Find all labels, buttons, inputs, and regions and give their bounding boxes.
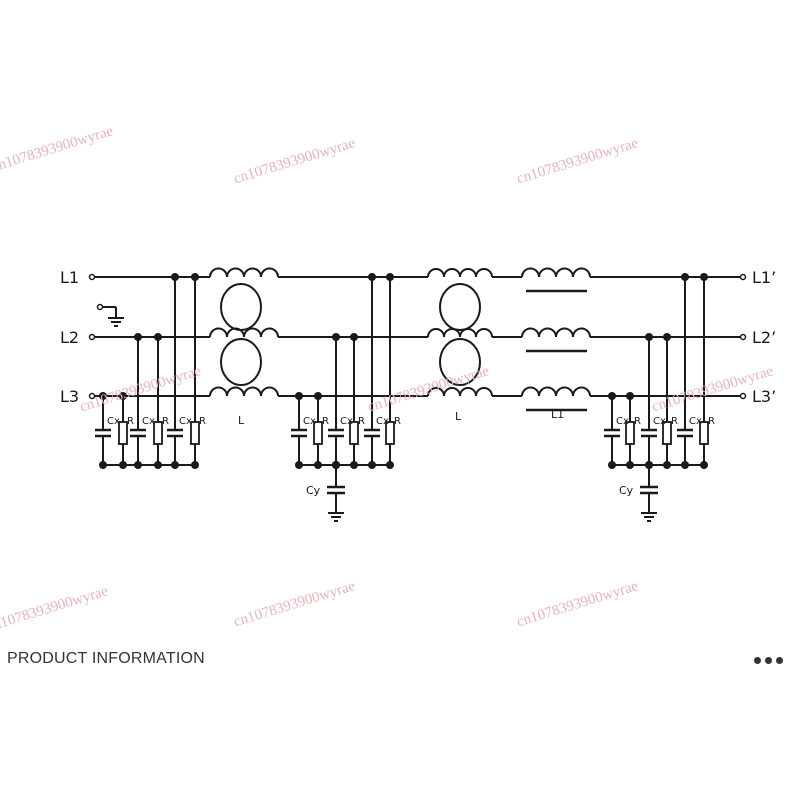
output-label-l1: L1’ [752,268,776,287]
cy-label: Cy [306,484,321,497]
input-label-l2: L2 [60,328,79,347]
r-label: R [162,416,169,427]
terminal [88,273,96,281]
ferrite-core [220,283,262,331]
terminal [88,333,96,341]
r-label: R [358,416,365,427]
cx-label: Cx [303,416,316,427]
r-label: R [634,416,641,427]
bottom-area [0,684,800,800]
more-button[interactable] [746,646,790,674]
cx-label: Cx [340,416,353,427]
terminal [88,392,96,400]
ferrite-core [439,283,481,331]
top-bar [0,0,800,110]
more-horizontal-icon [764,656,772,664]
cx-label: Cx [376,416,389,427]
more-horizontal-icon [753,656,761,664]
inductor-label: L1 [551,408,564,421]
inductor-coil [209,386,279,397]
cy-label: Cy [619,484,634,497]
terminal [739,333,747,341]
inductor-coil [209,267,279,278]
terminal [96,303,104,311]
choke-label: L [238,414,245,427]
r-label: R [708,416,715,427]
section-title: PRODUCT INFORMATION [7,650,205,667]
cx-label: Cx [179,416,192,427]
inductor-coil [427,328,493,338]
cx-label: Cx [107,416,120,427]
cx-label: Cx [653,416,666,427]
resistor [190,421,200,445]
output-label-l3: L3’ [752,387,776,406]
ferrite-core [220,338,262,386]
ferrite-core [439,338,481,386]
choke-label: L [455,410,462,423]
inductor-coil [427,387,493,397]
r-label: R [127,416,134,427]
more-horizontal-icon [775,656,783,664]
cx-label: Cx [616,416,629,427]
terminal [739,392,747,400]
cx-label: Cx [142,416,155,427]
inductor-coil [521,386,591,397]
terminal [739,273,747,281]
r-label: R [199,416,206,427]
r-label: R [394,416,401,427]
r-label: R [671,416,678,427]
inductor-coil [209,327,279,338]
output-label-l2: L2’ [752,328,776,347]
input-label-l1: L1 [60,268,79,287]
inductor-coil [521,267,591,278]
r-label: R [322,416,329,427]
cx-label: Cx [689,416,702,427]
input-label-l3: L3 [60,387,79,406]
resistor [118,421,128,445]
inductor-coil [521,327,591,338]
product-info-bar: PRODUCT INFORMATION [0,640,800,684]
resistor [153,421,163,445]
inductor-coil [427,268,493,278]
